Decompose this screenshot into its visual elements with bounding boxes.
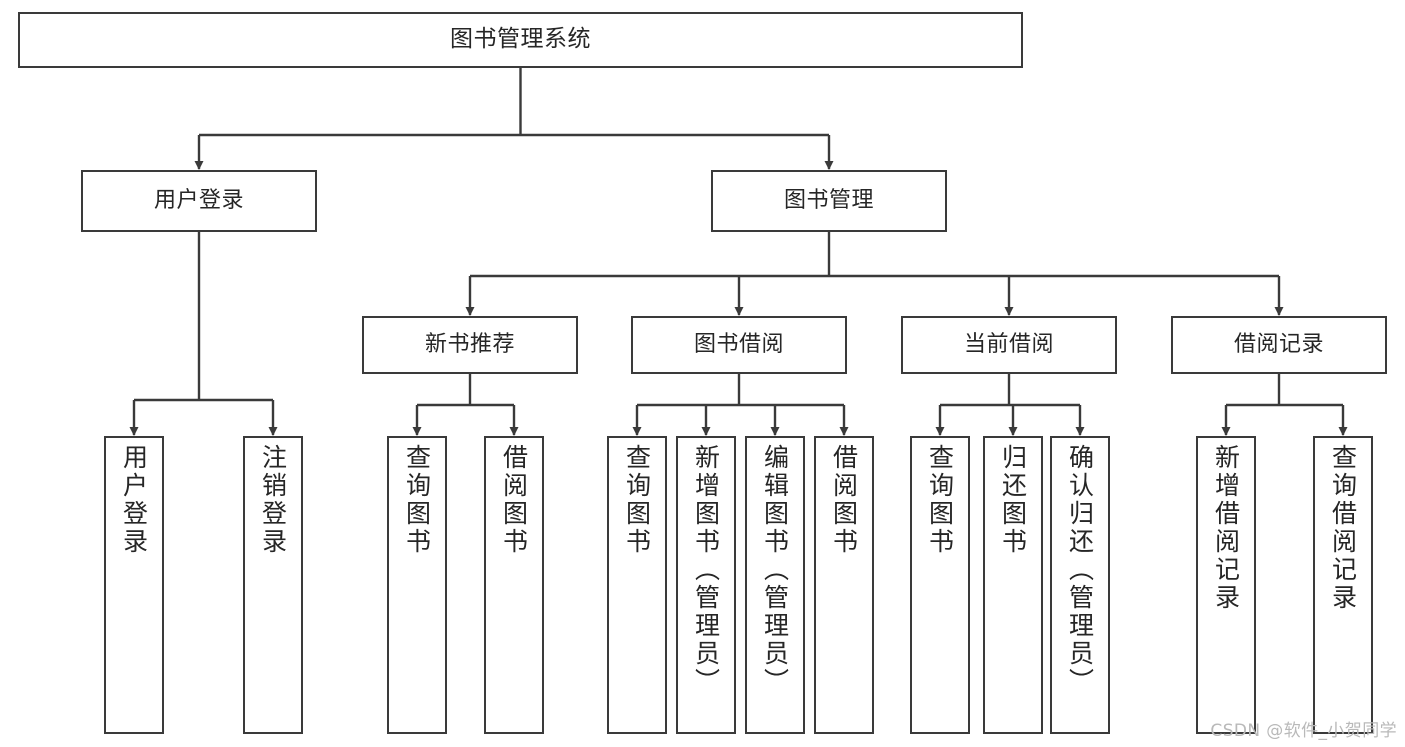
node-leaf-confirm-return-admin[interactable]: 确认归还（管理员） — [1050, 436, 1110, 734]
node-label: 查询图书 — [622, 444, 652, 556]
node-leaf-borrow-book-rec[interactable]: 借阅图书 — [484, 436, 544, 734]
node-label: 新增借阅记录 — [1211, 444, 1241, 612]
node-label: 查询图书 — [925, 444, 955, 556]
node-label: 借阅图书 — [829, 444, 859, 556]
node-new-book-recommend[interactable]: 新书推荐 — [362, 316, 578, 374]
node-label: 用户登录 — [119, 444, 149, 556]
node-label: 确认归还（管理员） — [1065, 444, 1095, 696]
node-label: 归还图书 — [998, 444, 1028, 556]
edge-group — [129, 68, 1348, 436]
node-leaf-query-book-cur[interactable]: 查询图书 — [910, 436, 970, 734]
node-label: 新增图书（管理员） — [691, 444, 721, 696]
node-label: 图书管理系统 — [450, 26, 591, 53]
node-leaf-user-logout[interactable]: 注销登录 — [243, 436, 303, 734]
node-label: 当前借阅 — [963, 331, 1054, 357]
node-label: 新书推荐 — [424, 331, 515, 357]
node-label: 查询图书 — [402, 444, 432, 556]
node-user-login[interactable]: 用户登录 — [81, 170, 317, 232]
node-root[interactable]: 图书管理系统 — [18, 12, 1023, 68]
node-label: 用户登录 — [153, 187, 244, 213]
node-book-borrow[interactable]: 图书借阅 — [631, 316, 847, 374]
node-label: 注销登录 — [258, 444, 288, 556]
node-leaf-query-book-rec[interactable]: 查询图书 — [387, 436, 447, 734]
node-label: 查询借阅记录 — [1328, 444, 1358, 612]
node-label: 图书管理 — [783, 187, 874, 213]
node-label: 借阅图书 — [499, 444, 529, 556]
node-leaf-borrow-book[interactable]: 借阅图书 — [814, 436, 874, 734]
node-leaf-query-borrow-record[interactable]: 查询借阅记录 — [1313, 436, 1373, 734]
node-current-borrow[interactable]: 当前借阅 — [901, 316, 1117, 374]
node-book-manage[interactable]: 图书管理 — [711, 170, 947, 232]
node-leaf-add-borrow-record[interactable]: 新增借阅记录 — [1196, 436, 1256, 734]
node-leaf-return-book[interactable]: 归还图书 — [983, 436, 1043, 734]
node-borrow-record[interactable]: 借阅记录 — [1171, 316, 1387, 374]
node-leaf-edit-book-admin[interactable]: 编辑图书（管理员） — [745, 436, 805, 734]
node-leaf-query-book-borrow[interactable]: 查询图书 — [607, 436, 667, 734]
node-label: 借阅记录 — [1233, 331, 1324, 357]
node-leaf-user-login[interactable]: 用户登录 — [104, 436, 164, 734]
node-label: 编辑图书（管理员） — [760, 444, 790, 696]
node-label: 图书借阅 — [693, 331, 784, 357]
node-leaf-add-book-admin[interactable]: 新增图书（管理员） — [676, 436, 736, 734]
